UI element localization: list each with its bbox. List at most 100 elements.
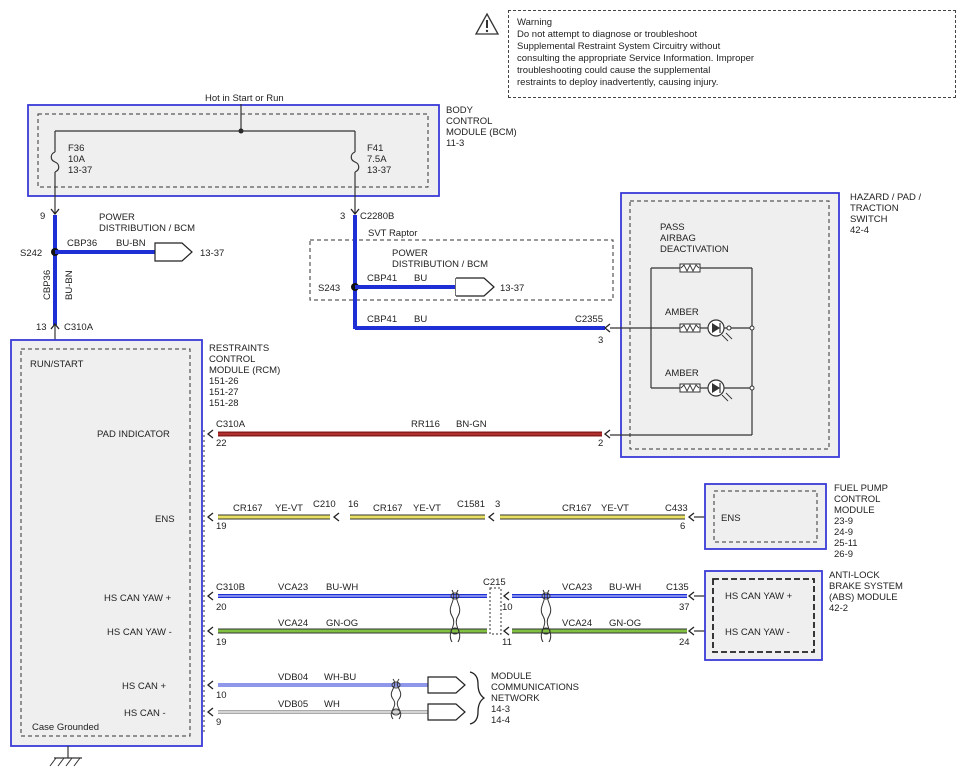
wire-color-label: BN-GN: [456, 419, 487, 430]
connector-chevron-icon: [206, 707, 214, 717]
rcm-name: 151-27: [209, 387, 239, 398]
fuse-f41-id: F41: [367, 143, 383, 154]
rcm-pin-can-p: HS CAN +: [122, 681, 167, 692]
pin-label: 13: [36, 322, 47, 333]
twisted-pair-icon: [390, 678, 402, 720]
hazard-name: 42-4: [850, 225, 869, 236]
power-dist-label: DISTRIBUTION / BCM: [392, 259, 488, 270]
abs-name: BRAKE SYSTEM: [829, 581, 903, 592]
bcm-frame: [27, 104, 440, 197]
hazard-frame: [620, 192, 840, 458]
pin-label: 3: [340, 211, 345, 222]
wire-color-label: YE-VT: [413, 503, 441, 514]
connector-chevron-icon: [603, 323, 611, 333]
rcm-name: 151-28: [209, 398, 239, 409]
warning-box: Warning Do not attempt to diagnose or tr…: [508, 10, 956, 98]
bcm-name: CONTROL: [446, 116, 492, 127]
rcm-run-start: RUN/START: [30, 359, 84, 370]
fpcm-inner: [713, 490, 818, 543]
circuit-label: VCA23: [562, 582, 592, 593]
connector-chevron-icon: [206, 626, 214, 636]
rcm-case-grounded: Case Grounded: [32, 722, 99, 733]
warning-line: restraints to deploy inadvertently, caus…: [517, 77, 719, 88]
abs-name: ANTI-LOCK: [829, 570, 880, 581]
yaw-can-wires: C310B C215 C135: [206, 577, 712, 648]
fuel-pump-module: ENS FUEL PUMP CONTROL MODULE 23-9 24-9 2…: [704, 483, 888, 560]
connector-chevron-icon: [206, 680, 214, 690]
connector-chevron-icon: [502, 626, 510, 636]
brace-icon: [469, 671, 486, 725]
wire-arrow-icon: [427, 676, 466, 694]
abs-inner: [712, 578, 815, 653]
fuse-f41-ref: 13-37: [367, 165, 391, 176]
power-dist-label: POWER: [99, 212, 135, 223]
bcm-name: BODY: [446, 105, 474, 116]
network-name: 14-3: [491, 704, 510, 715]
circuit-label: VCA24: [278, 618, 308, 629]
pin-label: 24: [679, 637, 690, 648]
wire-color-label: WH: [324, 699, 340, 710]
bcm-name: 11-3: [446, 138, 464, 149]
pin-label: 9: [216, 717, 221, 728]
circuit-label: VCA24: [562, 618, 592, 629]
fpcm-name: 26-9: [834, 549, 853, 560]
twisted-pair-icon: [540, 589, 552, 643]
rcm-pin-pad: PAD INDICATOR: [97, 429, 170, 440]
fpcm-name: MODULE: [834, 505, 875, 516]
connector-chevron-icon: [206, 591, 214, 601]
wire-arrow-icon: [154, 242, 193, 262]
pin-label: 37: [679, 602, 690, 613]
connector-chevron-icon: [502, 591, 510, 601]
power-right: SVT Raptor S243 POWER DISTRIBUTION / BCM…: [309, 215, 614, 346]
circuit-label: CBP36: [67, 238, 97, 249]
fpcm-name: 25-11: [834, 538, 858, 549]
bcm-inner: [37, 113, 429, 188]
bcm-name: MODULE (BCM): [446, 127, 517, 138]
pin-label: 11: [502, 637, 512, 648]
circuit-label: CR167: [562, 503, 592, 514]
warning-title: Warning: [517, 17, 553, 28]
pin-label: 16: [348, 499, 359, 510]
circuit-label: VCA23: [278, 582, 308, 593]
connector-label: C310A: [64, 322, 94, 333]
rcm-pin-can-m: HS CAN -: [124, 708, 166, 719]
power-left: S242 POWER DISTRIBUTION / BCM CBP36 BU-B…: [20, 212, 224, 340]
hazard-switch-module: HAZARD / PAD / TRACTION SWITCH 42-4 PASS…: [610, 192, 921, 458]
twisted-pair-icon: [449, 589, 461, 643]
connector-chevron-icon: [332, 512, 340, 522]
warning-line: troubleshooting could cause the suppleme…: [517, 65, 711, 76]
c215-box: [489, 587, 502, 635]
circuit-label: CR167: [373, 503, 403, 514]
rcm-inner: [20, 348, 191, 737]
connector-chevron-icon: [687, 591, 695, 601]
warning-line: consulting the appropriate Service Infor…: [517, 53, 755, 64]
ground-icon: [49, 746, 82, 767]
fpcm-pin-ens: ENS: [721, 513, 741, 524]
connector-chevron-icon: [487, 512, 495, 522]
pin-label: 22: [216, 438, 227, 449]
rcm-pin-yaw-m: HS CAN YAW -: [107, 627, 172, 638]
wire-arrow-icon: [456, 277, 495, 297]
circuit-label: CBP41: [367, 314, 397, 325]
circuit-label: CR167: [233, 503, 263, 514]
connector-label: C310B: [216, 582, 245, 593]
connector-chevron-icon: [50, 208, 60, 216]
pad-indicator-wire: C310A 22 RR116 BN-GN 2: [206, 419, 611, 449]
bcm-supply-label: Hot in Start or Run: [205, 93, 284, 104]
wire-color-label: WH-BU: [324, 672, 356, 683]
wire-color-label: BU-WH: [326, 582, 358, 593]
splice-label: S242: [20, 248, 42, 259]
power-dist-label: DISTRIBUTION / BCM: [99, 223, 195, 234]
pass-airbag-label: AIRBAG: [660, 233, 696, 244]
fpcm-name: CONTROL: [834, 494, 880, 505]
connector-chevron-icon: [687, 512, 695, 522]
fpcm-name: 23-9: [834, 516, 853, 527]
amber-label: AMBER: [665, 307, 699, 318]
pin-label: 3: [495, 499, 500, 510]
abs-name: 42-2: [829, 603, 848, 614]
warning-line: Supplemental Restraint System Circuitry …: [517, 41, 721, 52]
hazard-inner: [629, 200, 830, 450]
hazard-name: SWITCH: [850, 214, 888, 225]
bcm-module: Hot in Start or Run F36 10A 13-37 F41 7.…: [27, 93, 517, 213]
